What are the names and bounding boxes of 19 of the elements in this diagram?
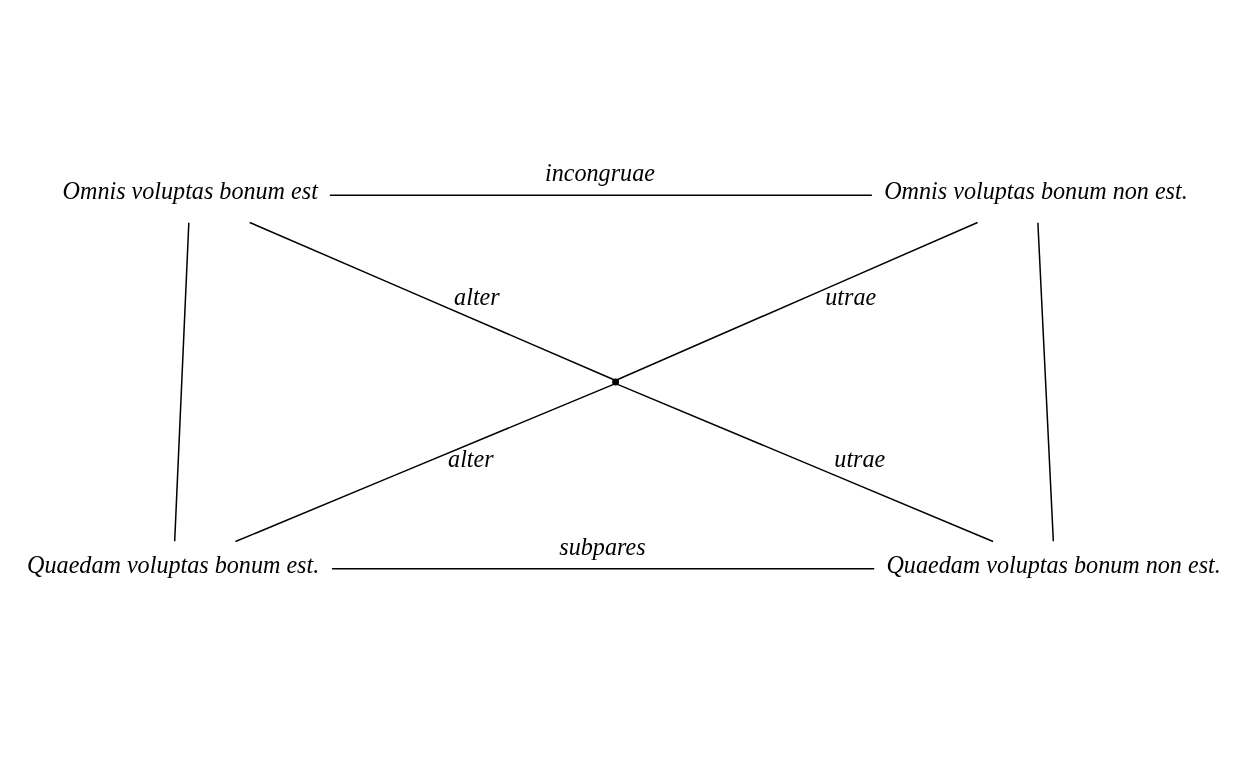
edge-label: alter <box>454 283 500 311</box>
edge-label: alter <box>448 445 494 473</box>
connector <box>616 383 994 543</box>
connector <box>329 194 873 196</box>
edge-label: subpares <box>559 532 646 560</box>
connector <box>234 383 615 543</box>
connector <box>616 221 979 381</box>
node-text: Quaedam voluptas bonum non est. <box>886 551 1221 579</box>
node-text: Omnis voluptas bonum est <box>62 177 318 205</box>
connector <box>331 568 875 570</box>
edge-label: incongruae <box>545 159 655 187</box>
node-text: Quaedam voluptas bonum est. <box>27 551 320 579</box>
connector <box>173 221 190 543</box>
edge-label: utrae <box>825 283 877 311</box>
node-point <box>612 378 620 386</box>
node-text: Omnis voluptas bonum non est. <box>884 177 1188 205</box>
connector <box>248 221 615 381</box>
connector <box>1037 221 1055 543</box>
edge-label: utrae <box>834 445 886 473</box>
